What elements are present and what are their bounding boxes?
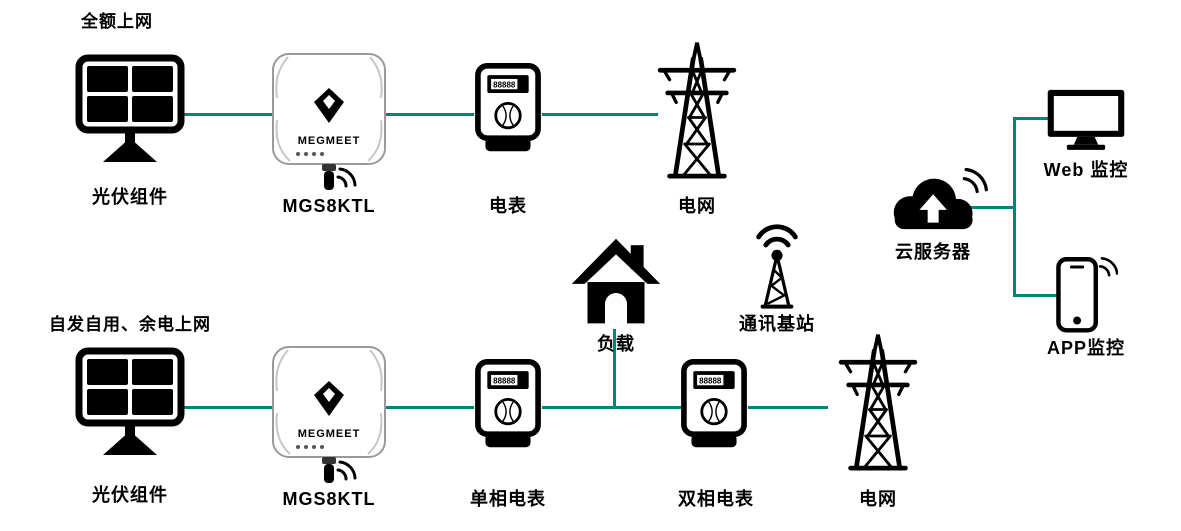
grid-label: 电网 [678, 196, 716, 216]
inverter-brand-text: MEGMEET [298, 428, 361, 440]
connector-load-drop [613, 329, 616, 409]
base-station-label: 通讯基站 [739, 314, 815, 334]
pv-module-label: 光伏组件 [92, 485, 168, 505]
single-phase-meter-label: 单相电表 [470, 489, 546, 509]
web-monitor-label: Web 监控 [1043, 160, 1129, 180]
connector-pv2-inverter2 [183, 406, 273, 409]
connector-single-dual-meter [542, 406, 682, 409]
pv-module-icon [75, 347, 185, 455]
dual-phase-meter-icon: 88888 [681, 358, 747, 448]
load-label: 负载 [597, 334, 635, 354]
grid-label: 电网 [859, 489, 897, 509]
inverter-icon: MEGMEET [272, 53, 386, 190]
connector-branch-vertical [1013, 117, 1016, 297]
inverter-label: MGS8KTL [282, 489, 376, 509]
cloud-server-icon [893, 167, 988, 230]
meter-icon: 88888 [475, 62, 541, 152]
pv-module-label: 光伏组件 [92, 187, 168, 207]
single-phase-meter-icon: 88888 [475, 358, 541, 448]
meter-display: 88888 [493, 80, 516, 89]
connector-cloud-branch [970, 206, 1016, 209]
inverter-label: MGS8KTL [282, 196, 376, 216]
load-house-icon [571, 238, 661, 324]
meter-label: 电表 [489, 196, 527, 216]
connector-branch-app [1013, 294, 1061, 297]
connector-inverter1-meter1 [386, 113, 474, 116]
connector-meter1-grid1 [542, 113, 658, 116]
connector-inverter2-single-meter [386, 406, 474, 409]
meter-display: 88888 [699, 376, 722, 385]
grid-tower-icon [657, 42, 737, 179]
grid-tower-icon [838, 334, 918, 471]
app-monitor-label: APP监控 [1046, 338, 1125, 358]
scenario-bottom-title: 自发自用、余电上网 [49, 315, 211, 334]
connector-pv1-inverter1 [183, 113, 273, 116]
cloud-server-label: 云服务器 [895, 242, 971, 262]
web-monitor-icon [1047, 89, 1125, 150]
connector-branch-web [1013, 117, 1053, 120]
base-station-icon [756, 224, 798, 309]
meter-display: 88888 [493, 376, 516, 385]
pv-module-icon [75, 54, 185, 162]
dual-phase-meter-label: 双相电表 [678, 489, 754, 509]
scenario-top-title: 全额上网 [81, 12, 153, 31]
inverter-icon: MEGMEET [272, 346, 386, 483]
connector-dual-meter-grid2 [748, 406, 828, 409]
app-phone-icon [1056, 257, 1118, 333]
inverter-brand-text: MEGMEET [298, 135, 361, 147]
